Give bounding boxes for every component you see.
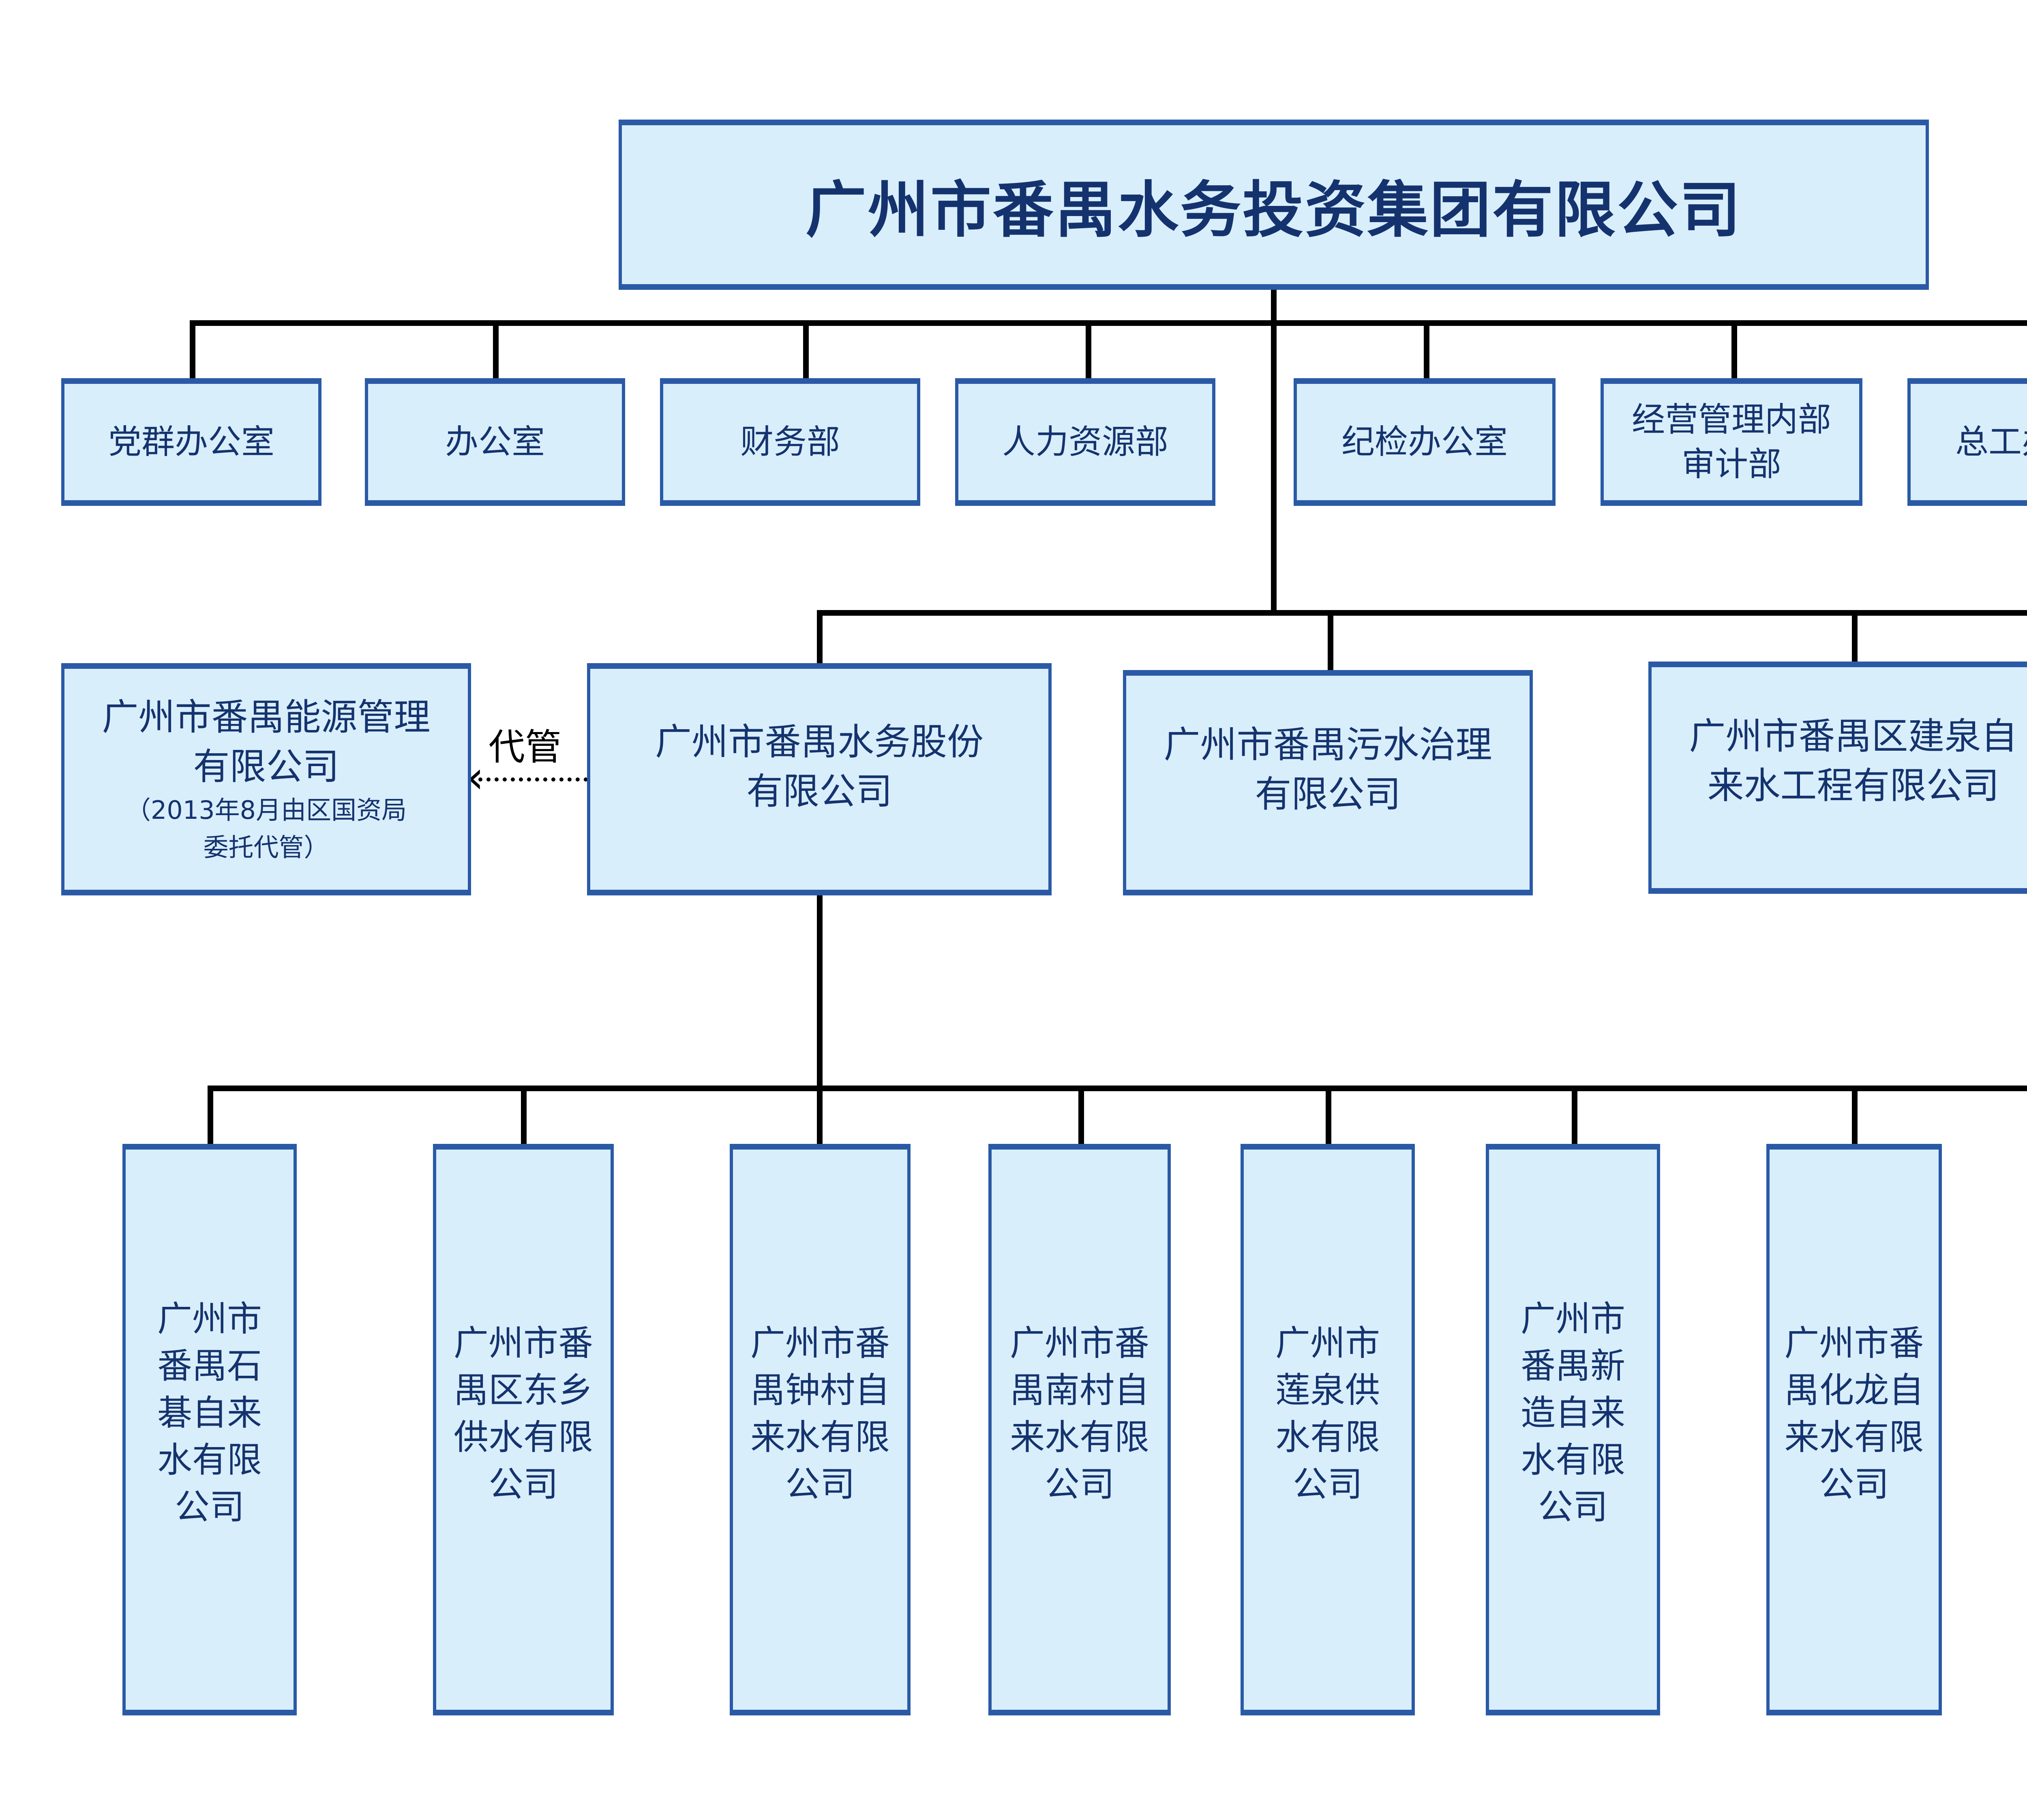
- connector: [1328, 610, 1333, 671]
- root-company-name: 广州市番禺水务投资集团有限公司: [805, 175, 1742, 246]
- company-label: 碁自来: [157, 1393, 262, 1433]
- company-label: 番禺石: [157, 1346, 262, 1386]
- delegation-label: 代管: [489, 726, 561, 769]
- connector: [1078, 1086, 1084, 1146]
- department-label: 党群办公室: [108, 422, 274, 461]
- company-label: 水有限: [1521, 1440, 1625, 1480]
- company-label: 公司: [785, 1464, 855, 1505]
- connector: [493, 320, 499, 381]
- company-label: 有限公司: [193, 745, 339, 788]
- connector: [1271, 290, 1277, 610]
- connector: [1731, 320, 1737, 381]
- connector: [1424, 320, 1429, 381]
- company-label: 广州市番禺能源管理: [102, 696, 431, 739]
- share-subsidiary-box[interactable]: 广州市番 禺钟村自 来水有限 公司: [730, 1144, 911, 1715]
- subsidiary-box[interactable]: 广州市番禺区建泉自 来水工程有限公司: [1648, 662, 2027, 894]
- connector: [208, 1086, 213, 1146]
- company-label: 广州市番: [750, 1323, 890, 1364]
- company-label: 水有限: [157, 1440, 262, 1480]
- company-label: 禺南村自: [1010, 1370, 1149, 1411]
- share-subsidiary-box[interactable]: 广州市番 禺南村自 来水有限 公司: [988, 1144, 1171, 1715]
- company-label: 公司: [489, 1464, 558, 1505]
- company-label: 禺化龙自: [1784, 1370, 1924, 1411]
- company-label: 广州市番禺污水治理: [1163, 724, 1492, 766]
- company-label: 来水有限: [750, 1417, 890, 1458]
- department-box[interactable]: 纪检办公室: [1294, 378, 1556, 506]
- connector: [1326, 1086, 1331, 1146]
- company-label: 公司: [1045, 1464, 1114, 1505]
- company-label: 广州市: [1521, 1299, 1625, 1339]
- share-subsidiary-box[interactable]: 广州市番 禺化龙自 来水有限 公司: [1766, 1144, 1942, 1715]
- share-subsidiary-box[interactable]: 广州市番 禺区东乡 供水有限 公司: [433, 1144, 614, 1715]
- department-box[interactable]: 财务部: [660, 378, 920, 506]
- connector: [817, 892, 823, 1090]
- connector: [817, 610, 823, 665]
- connector: [817, 1086, 823, 1146]
- department-label: 审计部: [1681, 445, 1781, 484]
- department-label: 纪检办公室: [1341, 422, 1508, 461]
- company-label: 公司: [1819, 1464, 1889, 1505]
- department-label: 人力资源部: [1002, 422, 1168, 461]
- connector: [521, 1086, 527, 1146]
- company-label: 广州市番禺水务股份: [655, 721, 984, 763]
- connector: [208, 1086, 2027, 1091]
- connector: [1572, 1086, 1577, 1146]
- company-label: 公司: [1538, 1487, 1608, 1527]
- company-label: 来水有限: [1010, 1417, 1149, 1458]
- subsidiary-box[interactable]: 广州市番禺污水治理 有限公司: [1123, 670, 1533, 895]
- department-label: 经营管理内部: [1631, 400, 1831, 439]
- subsidiary-box[interactable]: 广州市番禺水务股份 有限公司: [587, 663, 1052, 895]
- delegation-dashed-line: [478, 777, 588, 782]
- company-note: （2013年8月由区国资局: [125, 795, 407, 825]
- share-subsidiary-box[interactable]: 广州市 番禺石 碁自来 水有限 公司: [122, 1144, 297, 1715]
- company-label: 广州市番: [1010, 1323, 1149, 1364]
- company-label: 有限公司: [1255, 773, 1401, 816]
- department-label: 办公室: [445, 422, 545, 461]
- connector: [190, 320, 195, 381]
- department-label: 财务部: [740, 422, 840, 461]
- company-label: 广州市: [157, 1299, 262, 1339]
- share-subsidiary-box[interactable]: 广州市 番禺新 造自来 水有限 公司: [1486, 1144, 1660, 1715]
- company-label: 公司: [175, 1487, 244, 1527]
- company-label: 造自来: [1521, 1393, 1625, 1433]
- delegated-company-box[interactable]: 广州市番禺能源管理 有限公司 （2013年8月由区国资局 委托代管）: [61, 663, 471, 895]
- company-label: 来水工程有限公司: [1707, 764, 1999, 807]
- company-label: 莲泉供: [1275, 1370, 1380, 1411]
- company-label: 来水有限: [1784, 1417, 1924, 1458]
- company-label: 广州市番禺区建泉自: [1689, 715, 2018, 758]
- company-label: 水有限: [1275, 1417, 1380, 1458]
- root-company[interactable]: 广州市番禺水务投资集团有限公司: [619, 120, 1929, 290]
- connector: [803, 320, 809, 381]
- connector: [817, 610, 2027, 616]
- company-label: 广州市番: [454, 1323, 593, 1364]
- share-subsidiary-box[interactable]: 广州市 莲泉供 水有限 公司: [1241, 1144, 1415, 1715]
- department-box[interactable]: 人力资源部: [955, 378, 1215, 506]
- company-note: 委托代管）: [203, 832, 329, 862]
- company-label: 禺区东乡: [454, 1370, 593, 1411]
- department-box[interactable]: 总工办公室: [1907, 378, 2027, 506]
- connector: [1852, 610, 1858, 663]
- company-label: 有限公司: [746, 770, 892, 813]
- company-label: 公司: [1293, 1464, 1363, 1505]
- company-label: 番禺新: [1521, 1346, 1625, 1386]
- department-label: 总工办公室: [1955, 422, 2027, 461]
- company-label: 广州市: [1275, 1323, 1380, 1364]
- department-box[interactable]: 党群办公室: [61, 378, 321, 506]
- connector: [1852, 1086, 1858, 1146]
- department-box[interactable]: 经营管理内部 审计部: [1601, 378, 1862, 506]
- connector: [1086, 320, 1091, 381]
- connector: [190, 320, 2027, 326]
- company-label: 禺钟村自: [750, 1370, 890, 1411]
- company-label: 广州市番: [1784, 1323, 1924, 1364]
- department-box[interactable]: 办公室: [365, 378, 625, 506]
- company-label: 供水有限: [454, 1417, 593, 1458]
